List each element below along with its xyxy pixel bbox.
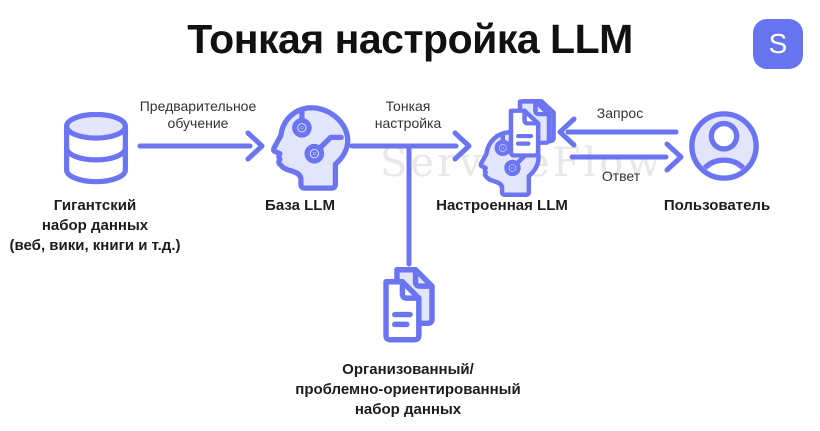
brain-circuit-head-icon xyxy=(271,105,351,191)
page-title: Тонкая настройка LLM xyxy=(187,16,633,62)
user-icon xyxy=(689,111,759,181)
pretraining-label: Предварительное обучение xyxy=(139,98,257,131)
database-icon xyxy=(64,112,128,185)
brand-logo-letter: S xyxy=(768,28,788,59)
dataset-label: Гигантский набор данных (веб, вики, книг… xyxy=(9,197,181,254)
documents-icon xyxy=(383,266,435,343)
finetuning-label: Тонкая настройка xyxy=(374,98,442,131)
tuned-llm-head-icon xyxy=(478,129,541,197)
response-label: Ответ xyxy=(601,168,641,184)
base-llm-label: База LLM xyxy=(265,197,335,214)
tuned-llm-label: Настроенная LLM xyxy=(436,197,568,214)
tuned-llm-documents-icon xyxy=(508,99,556,158)
tuning-dataset-label: Организованный/ проблемно-ориентированны… xyxy=(295,361,521,418)
brand-logo: S xyxy=(753,19,803,69)
request-label: Запрос xyxy=(596,105,644,121)
user-label: Пользователь xyxy=(663,197,771,214)
pretraining-arrow xyxy=(137,130,265,162)
